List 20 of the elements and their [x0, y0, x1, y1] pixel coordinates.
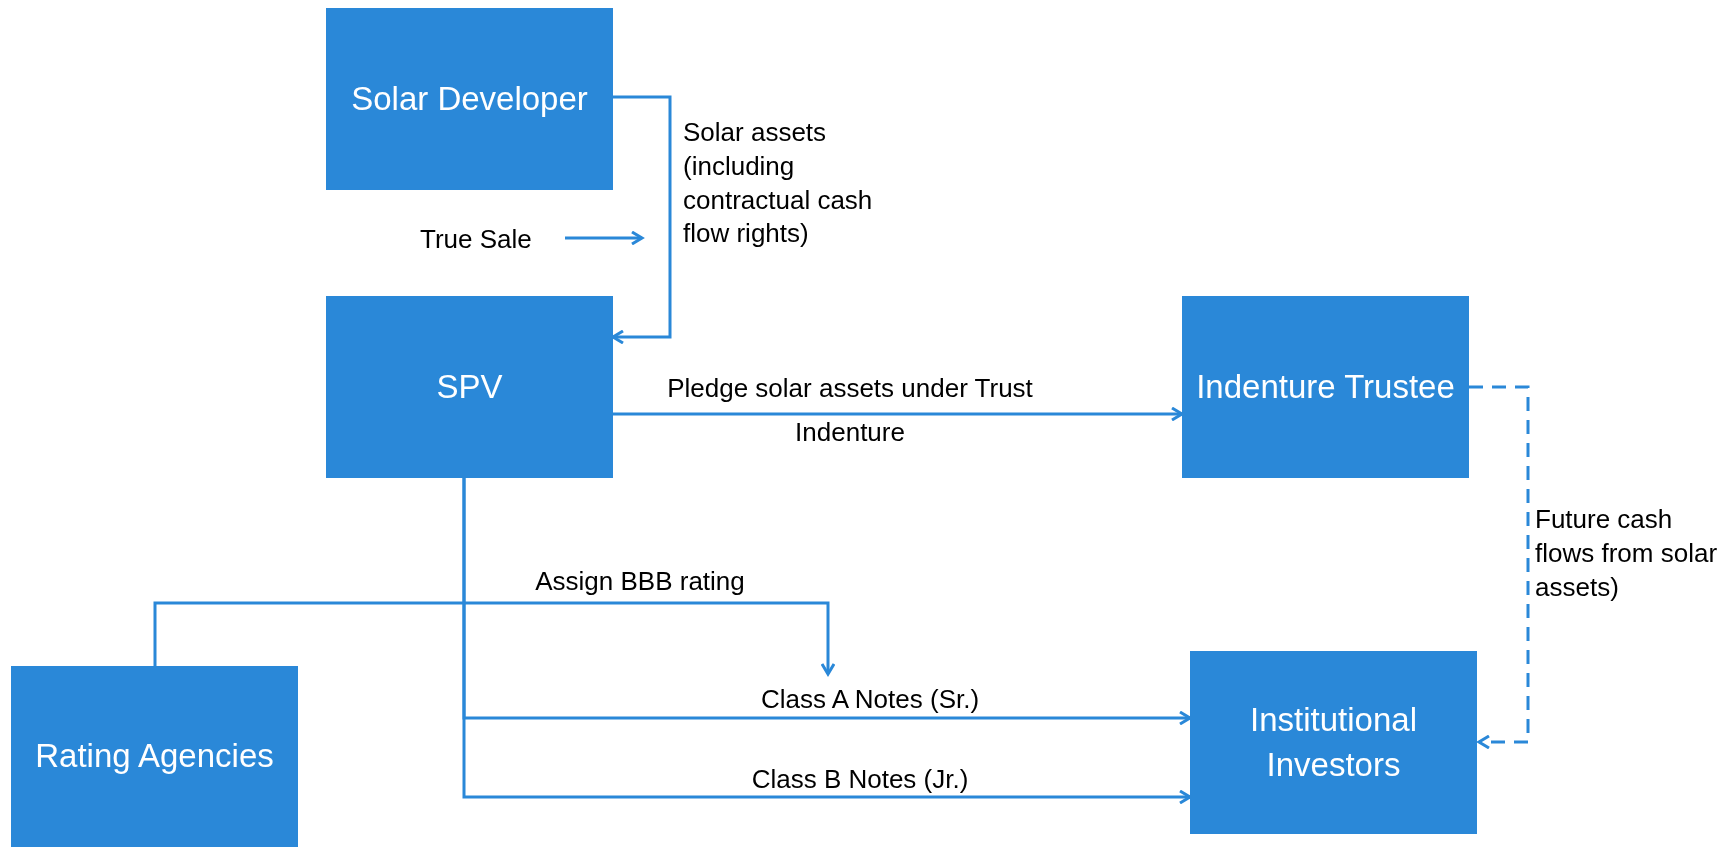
- entity-box: [1190, 651, 1477, 834]
- arrow: [613, 406, 1184, 422]
- entity-box: [1182, 296, 1469, 478]
- arrow: [462, 478, 1192, 805]
- edge-label: Class B Notes (Jr.): [750, 763, 970, 796]
- entity-box: [326, 296, 613, 478]
- edge-label: Class A Notes (Sr.): [759, 683, 981, 716]
- node-label: Indenture Trustee: [1196, 366, 1455, 407]
- entity-box: [326, 8, 613, 190]
- edge-label: Assign BBB rating: [534, 565, 746, 598]
- node-label: Institutional Investors: [1249, 699, 1418, 785]
- edge-label: Pledge solar assets under Trust Indenture: [666, 372, 1034, 449]
- entity-box: [11, 666, 298, 847]
- node-label: Rating Agencies: [35, 736, 274, 777]
- edge-label: Solar assets (including contractual cash flow rights): [683, 116, 874, 251]
- node-label: Solar Developer: [351, 78, 588, 119]
- node-label: SPV: [436, 366, 503, 407]
- dashed-arrow: [1469, 385, 1530, 750]
- annotation-text: True Sale: [420, 223, 532, 256]
- arrow: [153, 601, 836, 676]
